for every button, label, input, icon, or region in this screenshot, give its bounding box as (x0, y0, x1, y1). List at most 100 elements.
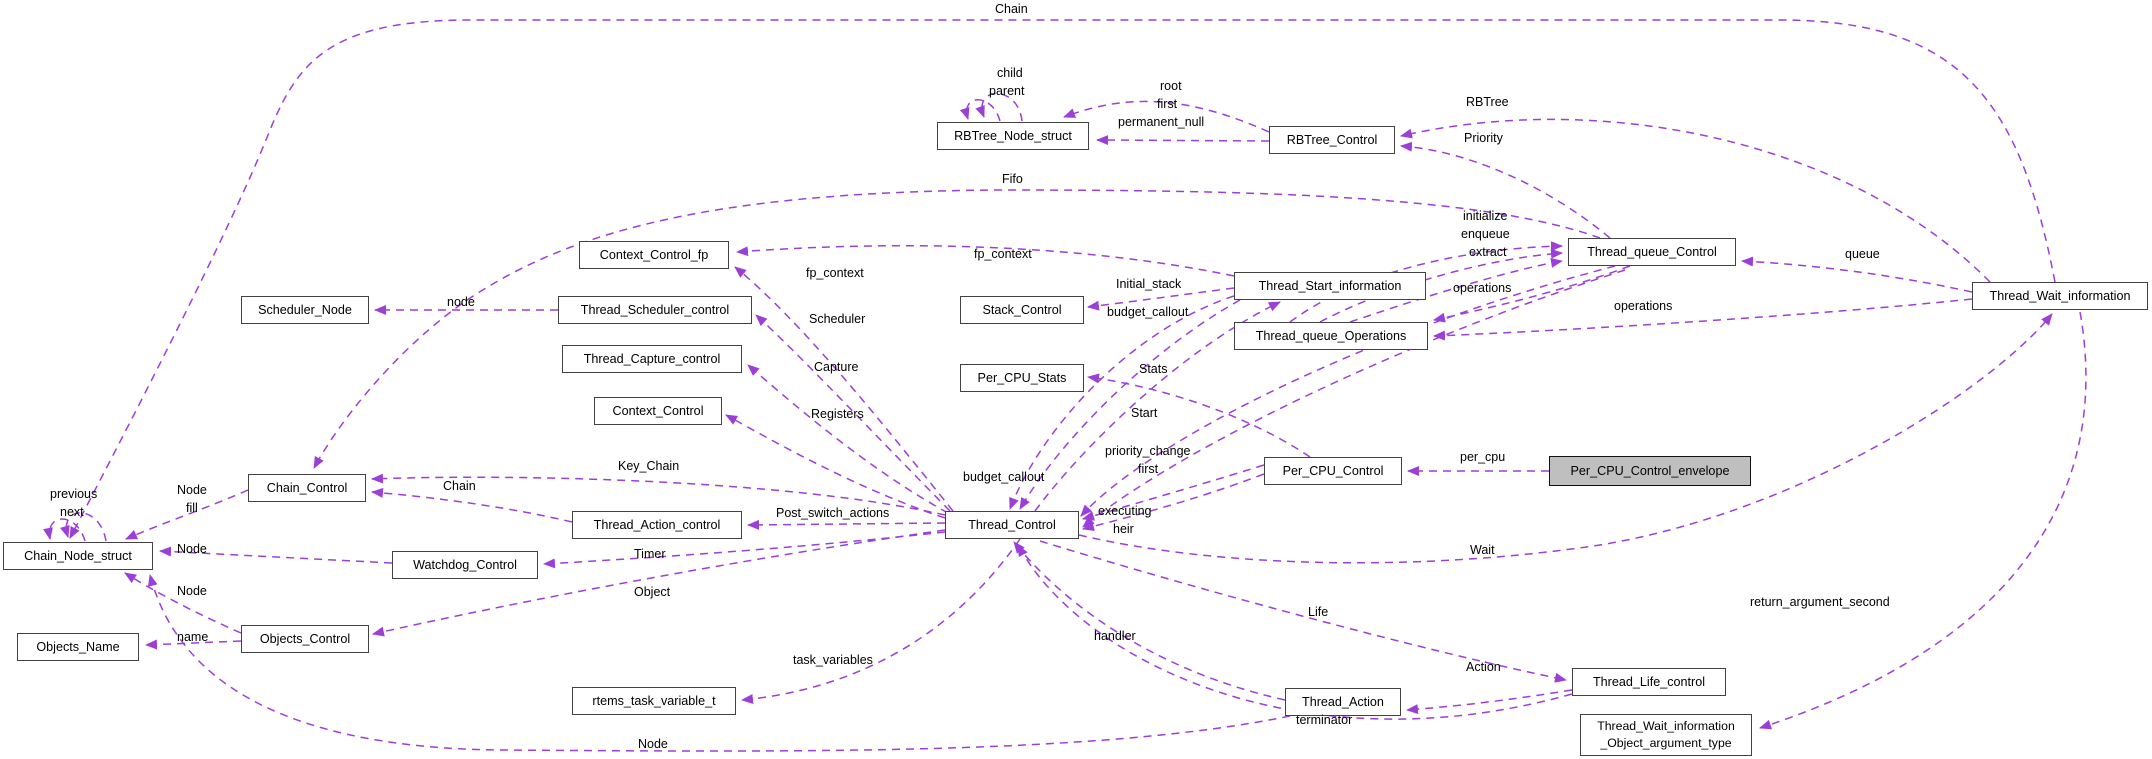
edge-queue (1741, 256, 1973, 293)
node-per-cpu-stats[interactable]: Per_CPU_Stats (960, 364, 1084, 392)
edge-label-fp-context-2: fp_context (806, 266, 864, 280)
edge-life (1039, 540, 1567, 683)
edge-budget-callout-a (1009, 295, 1235, 510)
node-context-control-fp[interactable]: Context_Control_fp (579, 241, 729, 269)
edge-label-extract: extract (1469, 245, 1507, 259)
edge-stats (1087, 373, 1311, 458)
node-thread-wait-information-object-argument-type[interactable]: Thread_Wait_information _Object_argument… (1580, 714, 1752, 756)
edge-action (1406, 689, 1573, 715)
edge-label-chain-top: Chain (995, 2, 1028, 16)
edge-operations-twi (1433, 298, 1973, 341)
edge-label-fifo: Fifo (1002, 172, 1023, 186)
edge-initial-stack (1087, 287, 1235, 311)
edge-label-action: Action (1466, 660, 1501, 674)
node-thread-action-control[interactable]: Thread_Action_control (572, 511, 742, 539)
node-rbtree-node-struct[interactable]: RBTree_Node_struct (937, 122, 1089, 150)
edge-rbtree (1400, 118, 1991, 283)
edge-extract (1349, 257, 1563, 323)
edge-enqueue (1319, 248, 1563, 323)
edge-label-terminator: terminator (1296, 713, 1353, 727)
edge-label-node-fill-1: Node (177, 483, 207, 497)
node-per-cpu-control-envelope[interactable]: Per_CPU_Control_envelope (1549, 456, 1751, 486)
edge-label-budget-callout-2: budget_callout (963, 470, 1045, 484)
edge-handler (1013, 541, 1286, 701)
edge-first (1082, 269, 1626, 528)
edge-fifo (313, 189, 1601, 469)
edge-budget-callout-b (1019, 299, 1241, 510)
edge-label-budget-callout-1: budget_callout (1107, 305, 1189, 319)
edge-label-child: child (997, 66, 1023, 80)
edge-root-first (1063, 100, 1270, 133)
node-watchdog-control[interactable]: Watchdog_Control (392, 551, 538, 579)
edge-chain-tac (371, 487, 573, 523)
edge-label-node-fill-2: fill (186, 501, 198, 515)
edge-label-operations-2: operations (1614, 299, 1673, 313)
node-per-cpu-control[interactable]: Per_CPU_Control (1264, 457, 1402, 485)
node-stack-control[interactable]: Stack_Control (960, 296, 1084, 324)
edge-label-priority: Priority (1464, 131, 1503, 145)
node-rtems-task-variable-t[interactable]: rtems_task_variable_t (572, 687, 736, 715)
edge-label-stats: Stats (1139, 362, 1168, 376)
node-thread-queue-control[interactable]: Thread_queue_Control (1568, 238, 1736, 266)
edge-label-previous: previous (50, 487, 98, 501)
edge-post-switch-actions (747, 519, 946, 530)
edge-label-timer: Timer (634, 547, 666, 561)
node-rbtree-control[interactable]: RBTree_Control (1269, 126, 1395, 154)
node-thread-queue-operations[interactable]: Thread_queue_Operations (1234, 322, 1428, 350)
edge-label-capture: Capture (814, 360, 859, 374)
node-objects-control[interactable]: Objects_Control (241, 625, 369, 653)
node-label-line2: _Object_argument_type (1600, 736, 1732, 750)
edge-heir (1082, 473, 1265, 532)
edge-label-parent: parent (989, 84, 1025, 98)
edge-fp-context-tc (734, 266, 954, 512)
node-thread-control[interactable]: Thread_Control (945, 511, 1079, 539)
node-thread-scheduler-control[interactable]: Thread_Scheduler_control (558, 296, 752, 324)
edge-node-bottom (147, 574, 1291, 752)
edge-label-life: Life (1308, 605, 1329, 619)
node-thread-start-information[interactable]: Thread_Start_information (1234, 272, 1426, 300)
edge-label-post-switch-actions: Post_switch_actions (776, 506, 890, 520)
edge-scheduler (755, 314, 951, 512)
edge-task-variables (741, 538, 1021, 704)
edge-node-fill (125, 489, 249, 540)
node-thread-capture-control[interactable]: Thread_Capture_control (562, 345, 742, 373)
edge-label-object: Object (634, 585, 671, 599)
node-context-control[interactable]: Context_Control (594, 397, 722, 425)
edge-fp-context-tsi (736, 244, 1235, 277)
edge-label-key-chain: Key_Chain (618, 459, 680, 473)
edge-label-node-objects: Node (177, 584, 207, 598)
edge-permanent-null (1096, 135, 1270, 146)
edge-label-task-variables: task_variables (793, 653, 873, 667)
edge-label-first-tqc: first (1138, 462, 1159, 476)
node-scheduler-node[interactable]: Scheduler_Node (241, 296, 369, 324)
edge-label-handler: handler (1094, 629, 1136, 643)
node-thread-action[interactable]: Thread_Action (1285, 688, 1401, 716)
edge-label-first-rbtree: first (1157, 97, 1178, 111)
edge-chain-top (69, 19, 2056, 539)
edge-initialize (1289, 241, 1563, 323)
edge-label-wait: Wait (1470, 543, 1495, 557)
edge-key-chain (371, 473, 946, 516)
edge-label-fp-context-1: fp_context (974, 247, 1032, 261)
edge-label-permanent-null: permanent_null (1118, 115, 1205, 129)
edge-label-root: root (1160, 79, 1182, 93)
edge-name (145, 639, 242, 650)
node-chain-control[interactable]: Chain_Control (248, 474, 366, 502)
edge-label-enqueue: enqueue (1461, 227, 1510, 241)
node-thread-wait-information[interactable]: Thread_Wait_information (1972, 282, 2148, 310)
edge-priority (1400, 141, 1611, 239)
node-label-line1: Thread_Wait_information (1597, 718, 1735, 733)
node-thread-life-control[interactable]: Thread_Life_control (1572, 668, 1726, 696)
edge-object (372, 529, 946, 637)
edge-label-per-cpu: per_cpu (1460, 450, 1506, 464)
edge-label-initialize: initialize (1463, 209, 1508, 223)
edge-label-name: name (177, 630, 209, 644)
edge-label-initial-stack: Initial_stack (1116, 277, 1182, 291)
edge-label-executing: executing (1098, 504, 1152, 518)
edge-label-rbtree: RBTree (1466, 95, 1509, 109)
edge-label-start: Start (1131, 406, 1158, 420)
node-chain-node-struct[interactable]: Chain_Node_struct (3, 542, 153, 570)
edge-label-node-scheduler: node (447, 295, 475, 309)
node-objects-name[interactable]: Objects_Name (17, 633, 139, 661)
